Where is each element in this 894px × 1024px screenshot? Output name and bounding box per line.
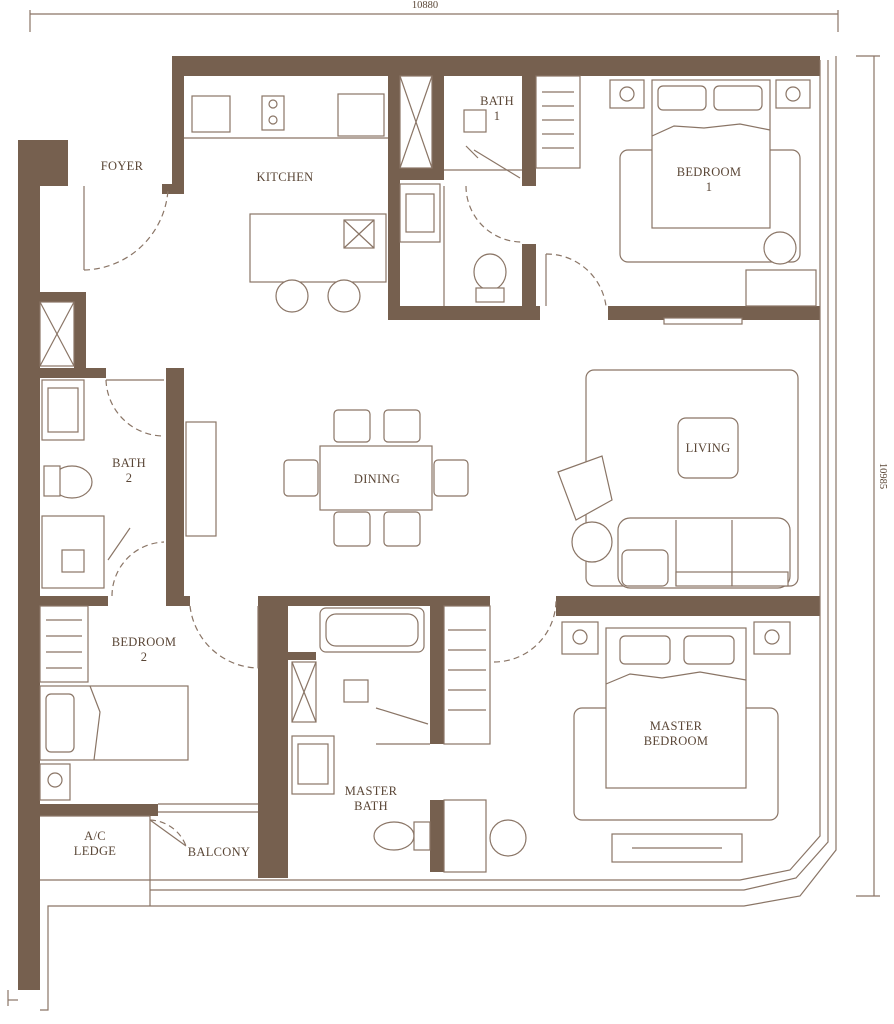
label-master-bedroom-line1: MASTER <box>650 719 703 733</box>
label-ac-ledge-line1: A/C <box>84 829 106 843</box>
label-bedroom2-line1: BEDROOM <box>112 635 177 649</box>
stool <box>275 279 309 313</box>
chair <box>489 819 527 857</box>
room-labels: FOYER KITCHEN BATH 1 BEDROOM 1 BATH 2 DI… <box>74 94 742 859</box>
wardrobe <box>443 605 491 745</box>
side-table <box>571 521 613 563</box>
stool <box>327 279 361 313</box>
width-dimension: 10880 <box>29 0 839 32</box>
glazing <box>7 56 837 1011</box>
armchair <box>557 455 613 521</box>
kitchen-fixtures <box>184 93 388 313</box>
depth-dimension-label: 10985 <box>877 463 888 489</box>
bath2-fixtures <box>39 301 165 597</box>
living-furniture <box>557 369 799 589</box>
oven <box>191 95 231 133</box>
label-bath2-line1: BATH <box>112 456 146 470</box>
coffee-table <box>677 417 739 479</box>
fridge <box>337 93 385 137</box>
nightstand <box>753 621 791 655</box>
label-bath1-line1: BATH <box>480 94 514 108</box>
label-master-bath-line1: MASTER <box>345 784 398 798</box>
master-bedroom-furniture <box>489 621 791 863</box>
walls <box>18 56 820 990</box>
label-kitchen: KITCHEN <box>257 170 314 184</box>
cooktop <box>261 95 285 131</box>
label-ac-ledge-line2: LEDGE <box>74 844 117 858</box>
bedroom1-furniture <box>535 75 817 325</box>
toilet <box>373 821 415 851</box>
toilet <box>473 253 507 291</box>
label-bedroom2-line2: 2 <box>141 650 148 664</box>
label-master-bedroom-line2: BEDROOM <box>644 734 709 748</box>
bath1-fixtures <box>399 75 523 306</box>
nightstand <box>775 79 811 109</box>
nightstand <box>39 763 71 801</box>
wardrobe <box>39 605 89 683</box>
nightstand <box>609 79 645 109</box>
label-bath1-line2: 1 <box>494 109 501 123</box>
sideboard <box>185 421 217 537</box>
width-dimension-label: 10880 <box>412 0 438 11</box>
desk <box>745 269 817 307</box>
master-bath-fixtures <box>291 599 557 873</box>
dressing-table <box>443 799 487 873</box>
balcony-area <box>40 815 187 847</box>
label-bath2-line2: 2 <box>126 471 133 485</box>
label-living: LIVING <box>686 441 731 455</box>
dining-table <box>319 445 433 511</box>
foyer-door <box>83 186 169 271</box>
wardrobe <box>535 75 581 169</box>
label-bedroom1-line2: 1 <box>706 180 713 194</box>
label-master-bath-line2: BATH <box>354 799 388 813</box>
label-dining: DINING <box>354 472 400 486</box>
dining-furniture <box>185 409 469 547</box>
chair <box>763 231 797 265</box>
depth-dimension: 10985 <box>856 55 888 897</box>
bedroom2-furniture <box>39 605 259 801</box>
label-bedroom1-line1: BEDROOM <box>677 165 742 179</box>
label-foyer: FOYER <box>101 159 144 173</box>
nightstand <box>561 621 599 655</box>
label-balcony: BALCONY <box>188 845 251 859</box>
